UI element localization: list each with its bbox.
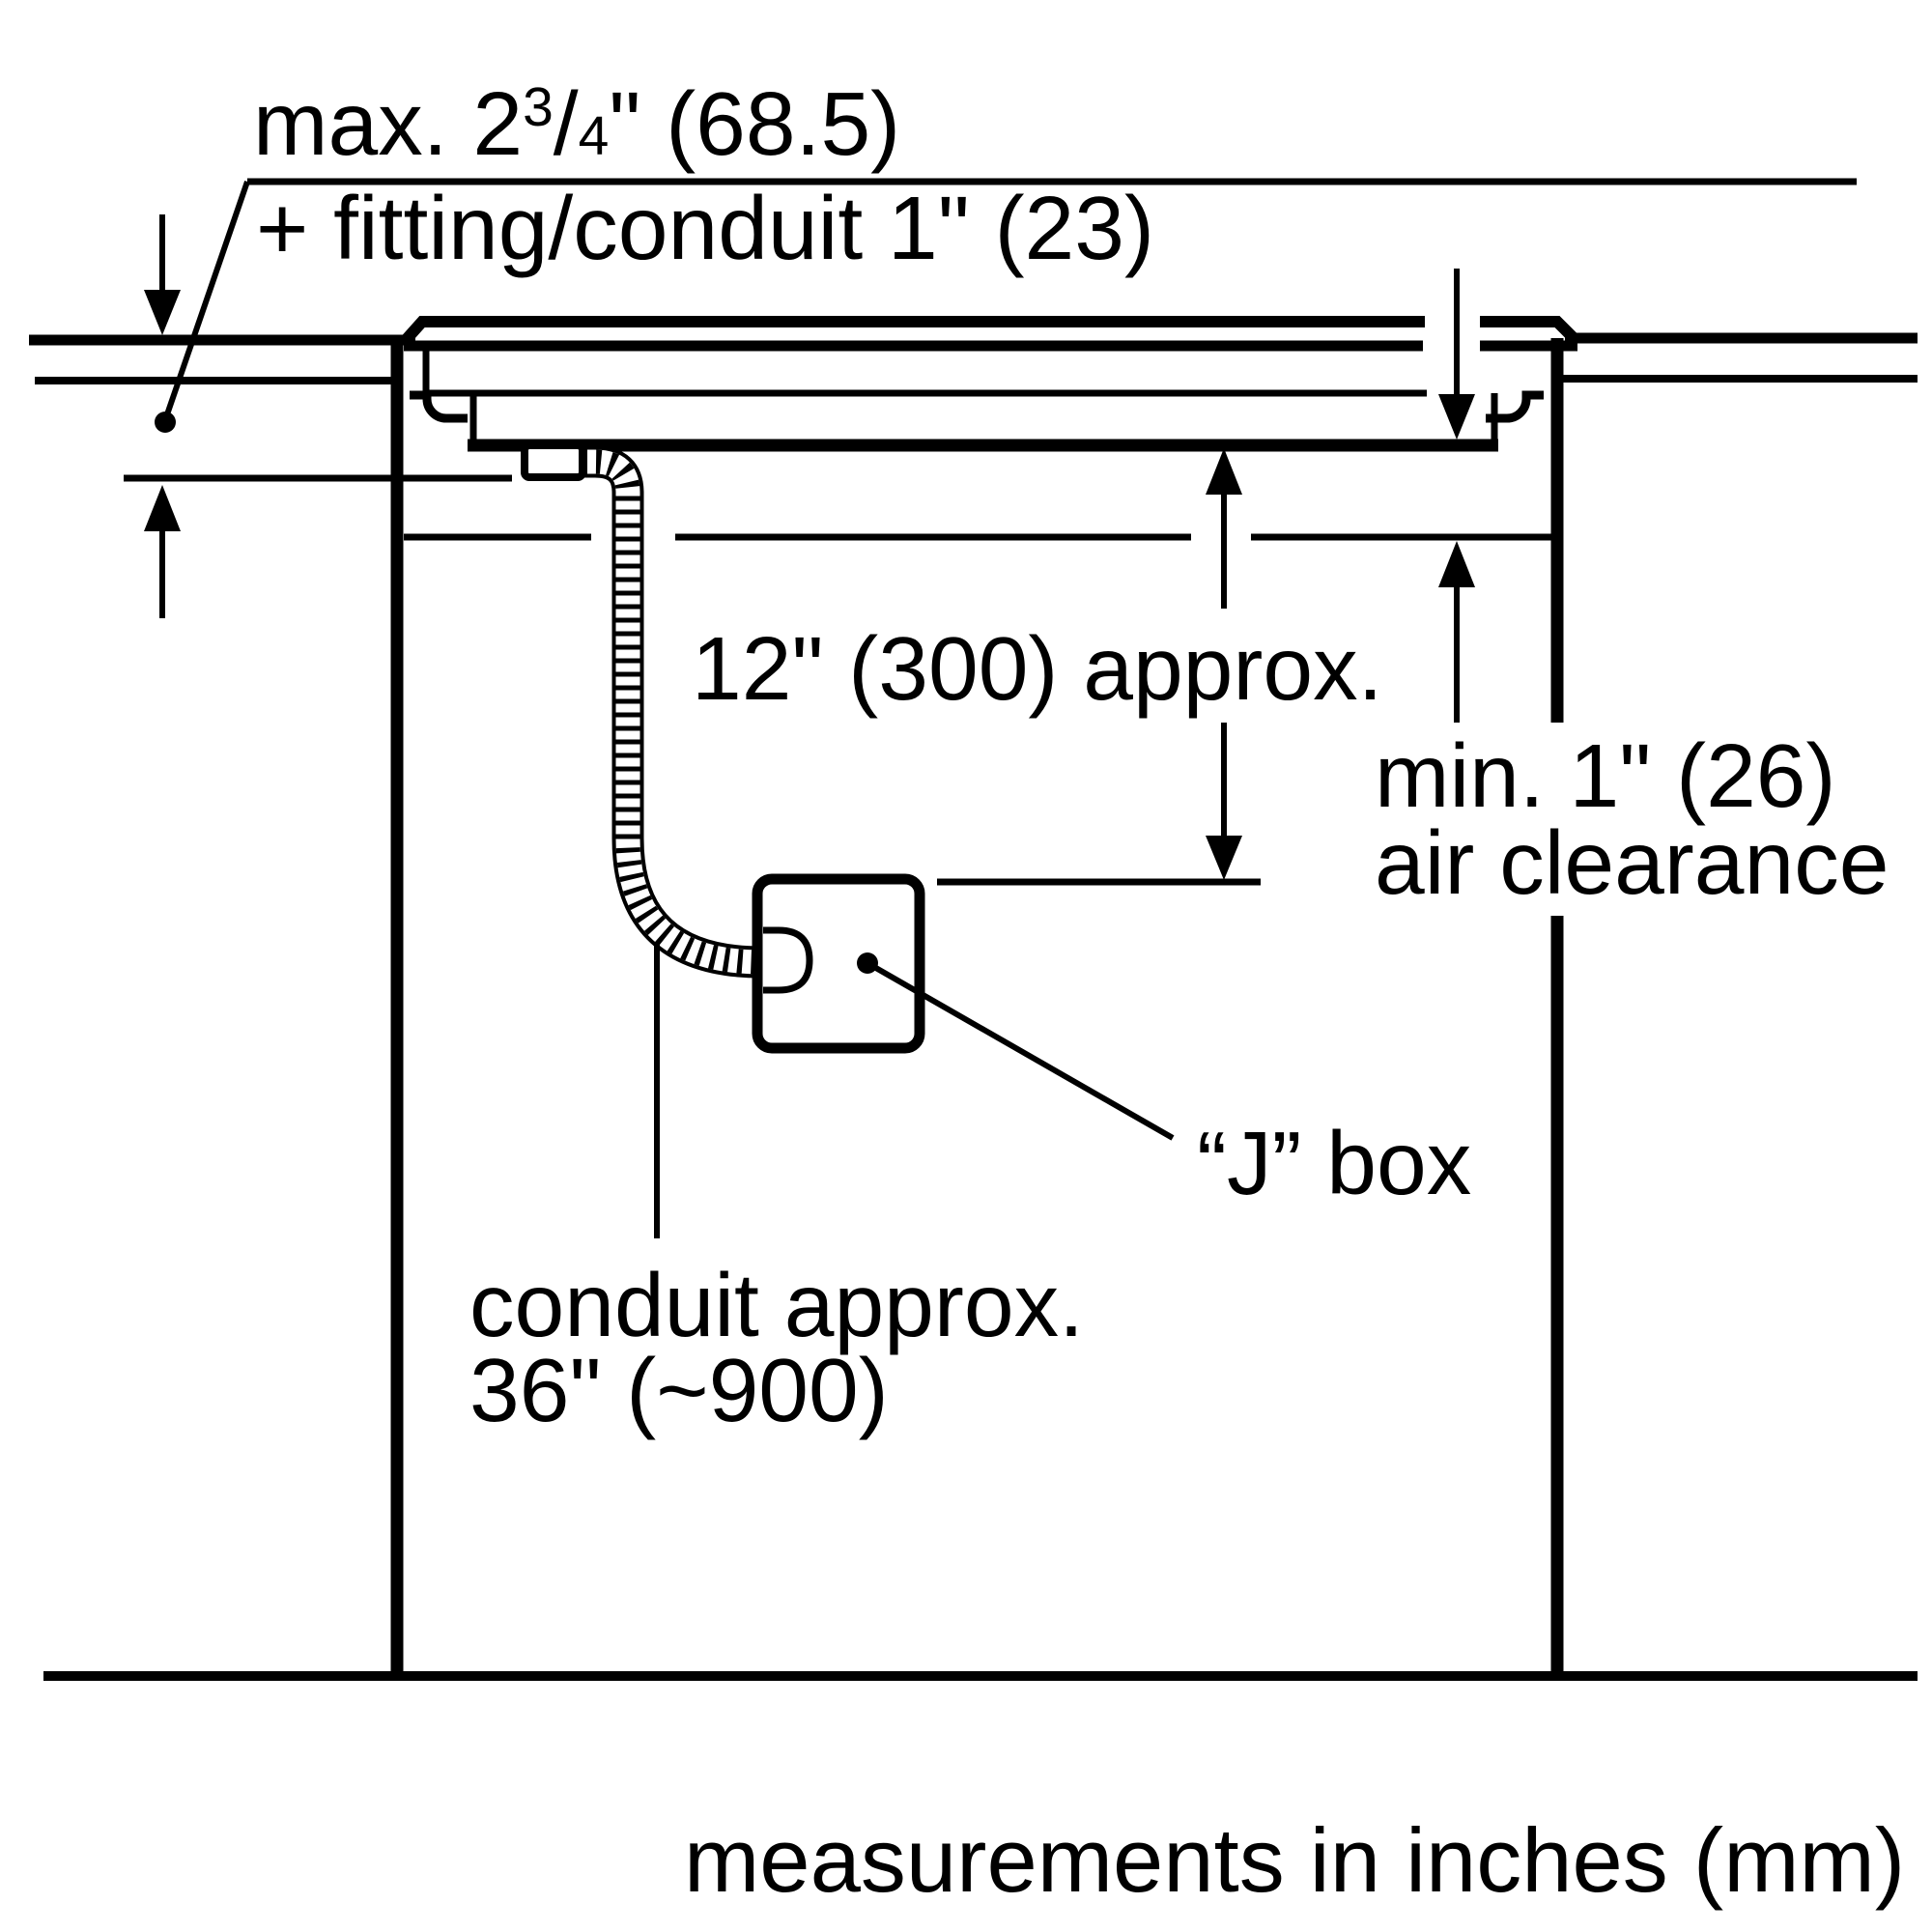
junction-box-leader-line <box>866 960 1175 1141</box>
depth-below-dimension-arrows <box>1206 448 1242 880</box>
max-depth-prefix: max. 2 <box>253 73 523 174</box>
cooktop-glass <box>401 316 1579 352</box>
depth-below-cooktop-label: 12" (300) approx. <box>692 618 1382 719</box>
clearance-up-arrowhead <box>1438 541 1475 587</box>
conduit-fitting-box <box>521 441 586 481</box>
conduit-inner-core <box>582 449 762 975</box>
max-depth-suffix: " (68.5) <box>609 73 900 174</box>
air-clearance-dimension-arrows <box>1438 269 1475 723</box>
conduit-length-label-line2: 36" (~900) <box>469 1340 889 1440</box>
max-depth-slash: / <box>554 73 579 174</box>
junction-box-label: “J” box <box>1197 1113 1471 1213</box>
mounting-clamp-left <box>410 390 468 423</box>
junction-box-leader <box>857 952 1175 1141</box>
cooktop-body <box>422 348 1498 452</box>
clearance-down-arrowhead <box>1438 394 1475 440</box>
junction-box-outline <box>752 873 925 1054</box>
flexible-conduit <box>582 445 762 979</box>
max-depth-denominator: 4 <box>579 105 610 167</box>
air-clearance-text-backdrop <box>1364 726 1922 916</box>
cooktop-glass-top-right-segment <box>1480 316 1579 344</box>
junction-box <box>752 873 925 1054</box>
max-depth-label: max. 23/4" (68.5) <box>253 73 900 174</box>
max-depth-leader-dot <box>155 412 176 433</box>
max-depth-leader <box>155 178 1857 433</box>
max-depth-superscript: 3 <box>523 76 554 138</box>
max-depth-down-arrowhead <box>144 290 181 335</box>
cooktop-glass-top-left-segment <box>401 316 1425 345</box>
air-clearance-label-line1: min. 1" (26) <box>1375 725 1836 826</box>
fitting-conduit-label: + fitting/conduit 1" (23) <box>256 178 1154 278</box>
conduit-length-label-line1: conduit approx. <box>469 1255 1084 1355</box>
countertop-right <box>1561 332 1918 383</box>
footer-units-note: measurements in inches (mm) <box>684 1809 1905 1911</box>
max-depth-dimension-arrows <box>144 214 181 618</box>
max-depth-up-arrowhead <box>144 485 181 531</box>
mounting-clamp-right <box>1486 390 1544 423</box>
air-clearance-label-line2: air clearance <box>1375 812 1889 913</box>
depth-down-arrowhead <box>1206 836 1242 880</box>
junction-box-connector <box>763 926 813 994</box>
countertop-left <box>29 334 415 384</box>
depth-up-arrowhead <box>1206 448 1242 495</box>
max-depth-leader-line <box>163 181 250 418</box>
